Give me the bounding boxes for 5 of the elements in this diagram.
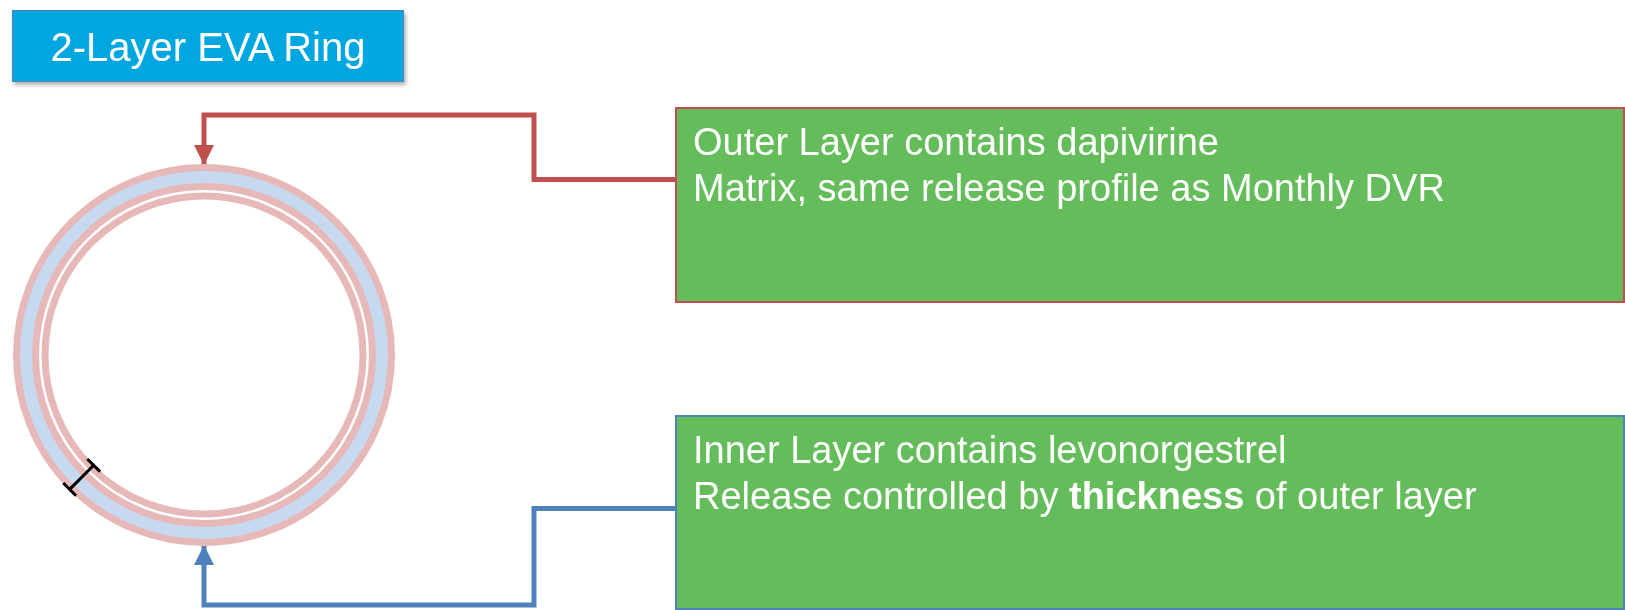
arrow [194,112,675,182]
text-box: Inner Layer contains levonorgestrel Release controlled by thickness of outer layer [675,415,1625,610]
title-banner: 2-Layer EVA Ring [12,10,404,82]
text-box: Outer Layer contains dapivirine Matrix, same release profile as Monthly DVR [675,107,1625,303]
arrow [194,506,675,608]
